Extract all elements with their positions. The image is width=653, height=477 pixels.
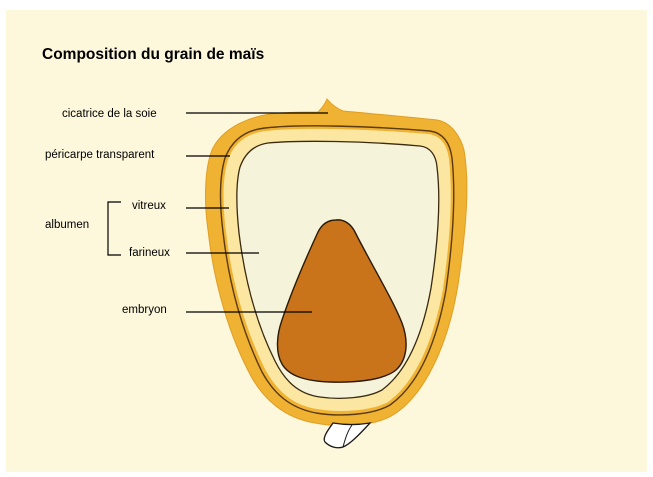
diagram-title: Composition du grain de maïs — [42, 46, 264, 63]
label-albumen: albumen — [45, 219, 89, 231]
label-vitreous: vitreux — [132, 200, 166, 212]
label-embryo: embryon — [122, 304, 167, 316]
label-silk-scar: cicatrice de la soie — [62, 108, 157, 120]
albumen-bracket — [108, 202, 121, 255]
label-pericarp: péricarpe transparent — [45, 149, 155, 161]
label-floury: farineux — [129, 247, 170, 259]
